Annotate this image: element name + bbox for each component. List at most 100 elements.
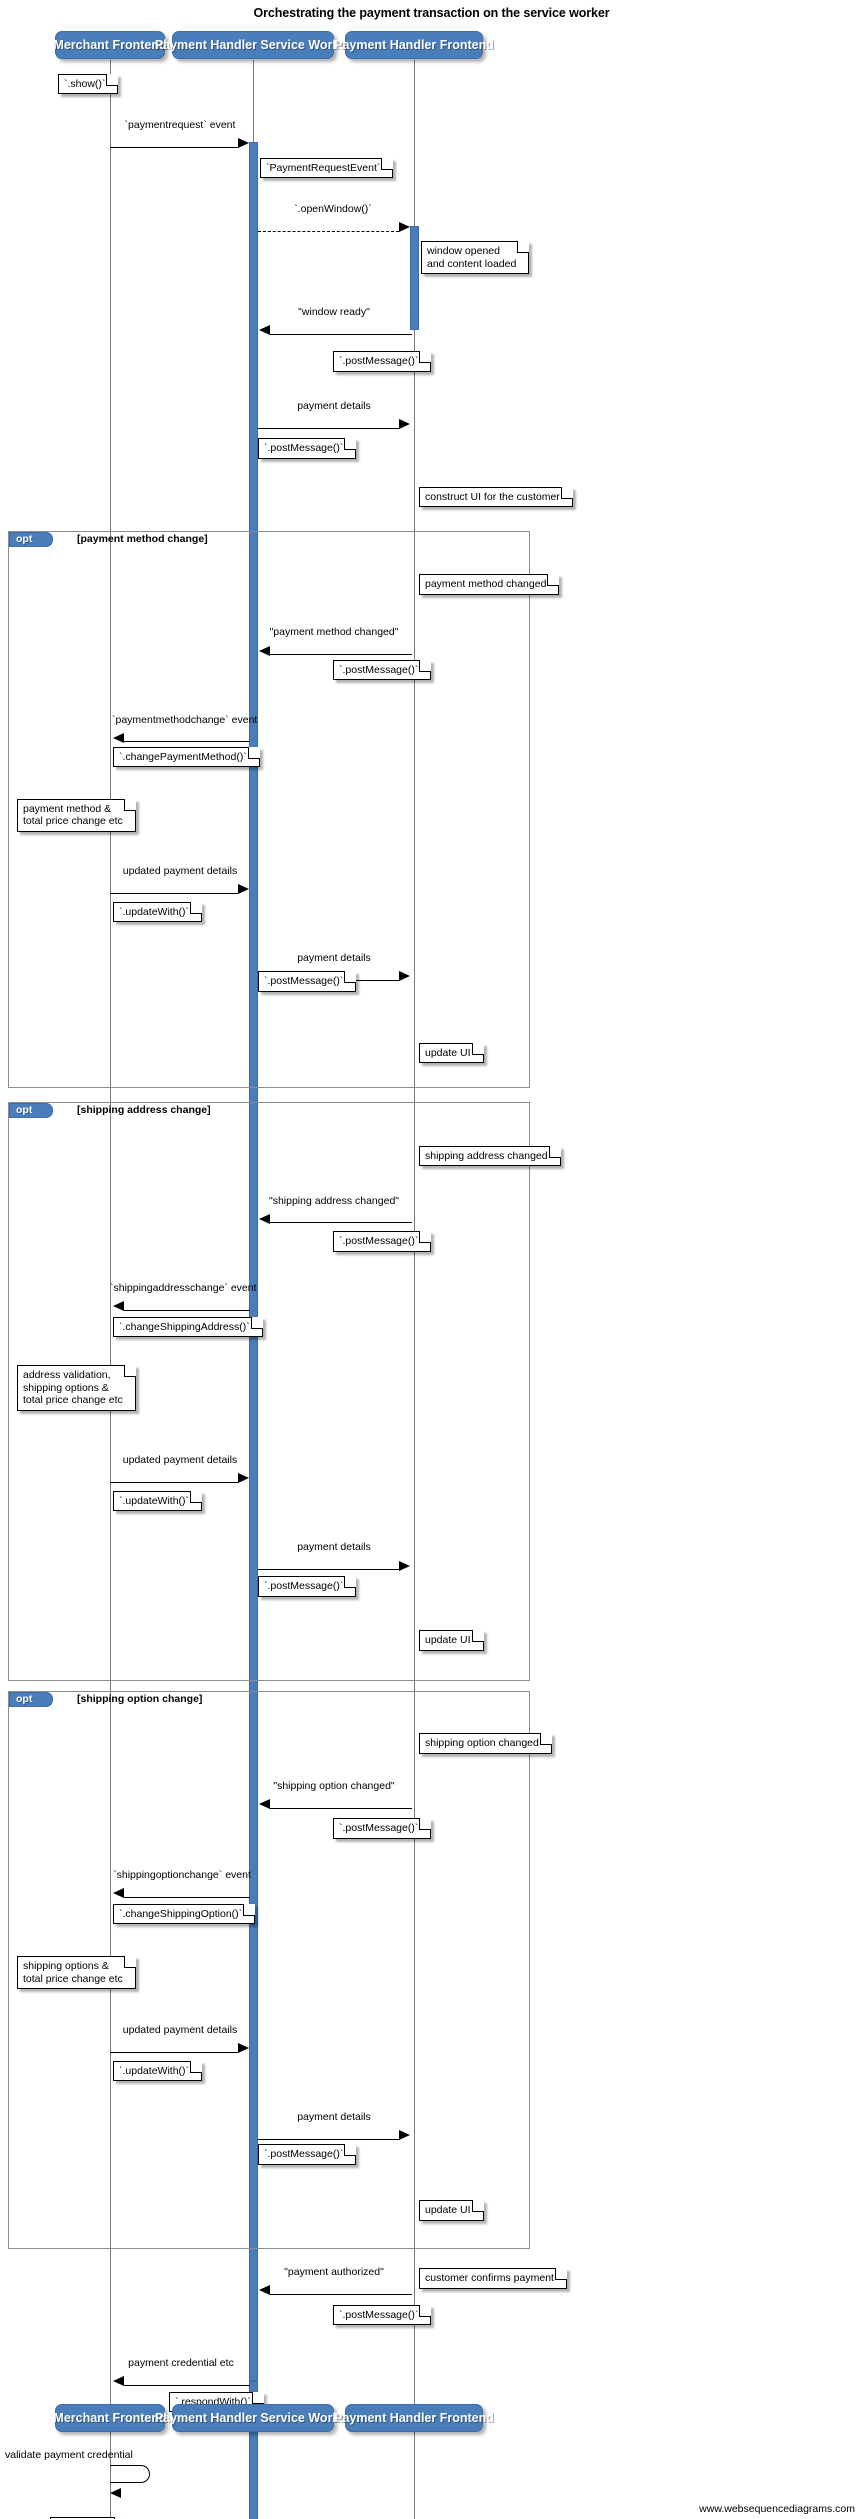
message-label-m3: "window ready" xyxy=(298,305,370,318)
fragment-condition: [payment method change] xyxy=(77,532,208,545)
message-label-m13: "shipping option changed" xyxy=(273,1780,395,1793)
fragment-tag-label: opt xyxy=(16,1693,33,1706)
arrowhead-m15 xyxy=(238,2043,249,2054)
message-label-m17: "payment authorized" xyxy=(284,2266,384,2279)
message-label-m2: `.openWindow()` xyxy=(294,202,372,215)
fragment-opt-payment-method: opt [payment method change] xyxy=(8,530,530,1089)
lifeline-merchant xyxy=(110,60,111,2519)
note-n10: payment method & total price change etc xyxy=(17,798,136,832)
note-n23: `.changeShippingOption()` xyxy=(113,1903,256,1925)
actor-label: Payment Handler Frontend xyxy=(334,38,494,52)
note-n27: update UI xyxy=(419,2200,484,2221)
arrowhead-m16 xyxy=(399,2130,410,2141)
message-line-m2 xyxy=(258,230,399,232)
message-label-m14: `shippingoptionchange` event xyxy=(113,1868,251,1881)
message-label-m5: "payment method changed" xyxy=(269,626,399,639)
arrowhead-m1 xyxy=(238,138,249,149)
fragment-tag: opt xyxy=(9,531,53,547)
note-n31: `complete()` xyxy=(50,2517,126,2519)
note-n22: `.postMessage()` xyxy=(333,1818,432,1839)
note-n20: update UI xyxy=(419,1630,484,1651)
note-n8: `.postMessage()` xyxy=(333,659,432,680)
note-n24: shipping options & total price change et… xyxy=(17,1956,136,1990)
note-n25: `.updateWith()` xyxy=(113,2060,203,2082)
activation-frontend xyxy=(410,225,419,331)
message-line-m9 xyxy=(270,1222,412,1224)
activation-sw xyxy=(249,141,258,2382)
message-label-m11: updated payment details xyxy=(122,1454,238,1467)
fragment-tag-label: opt xyxy=(16,532,33,545)
page-title: Orchestrating the payment transaction on… xyxy=(253,6,610,20)
message-label-m12: payment details xyxy=(297,1541,371,1554)
arrowhead-m3 xyxy=(259,324,270,335)
arrowhead-m6 xyxy=(113,732,124,743)
fragment-tag-label: opt xyxy=(16,1104,33,1117)
note-n13: update UI xyxy=(419,1042,484,1064)
note-n7: payment method changed xyxy=(419,574,560,595)
lifeline-frontend xyxy=(414,60,415,2519)
self-message-loop-m19 xyxy=(110,2464,150,2483)
message-line-m15 xyxy=(110,2051,238,2053)
arrowhead-m4 xyxy=(399,419,410,429)
actor-sw-top[interactable]: Payment Handler Service Worker xyxy=(155,31,351,59)
message-line-m13 xyxy=(270,1807,412,1809)
message-line-m6 xyxy=(124,741,250,743)
note-n4: `.postMessage()` xyxy=(333,351,432,372)
actor-label: Merchant Frontend xyxy=(53,2411,167,2425)
fragment-opt-shipping-address: opt [shipping address change] xyxy=(8,1102,530,1681)
fragment-tag: opt xyxy=(9,1103,53,1119)
note-n6: construct UI for the customer xyxy=(419,486,573,508)
message-line-m1 xyxy=(110,147,238,149)
message-label-m10: `shippingaddresschange` event xyxy=(110,1281,257,1294)
message-line-m14 xyxy=(124,1896,250,1898)
note-n15: `.postMessage()` xyxy=(333,1231,432,1252)
message-line-m17 xyxy=(270,2294,412,2296)
message-label-m7: updated payment details xyxy=(122,865,238,878)
message-label-m8: payment details xyxy=(297,952,371,965)
actor-merchant-bottom[interactable]: Merchant Frontend xyxy=(53,2404,167,2432)
message-line-m10 xyxy=(124,1309,250,1311)
arrowhead-m13 xyxy=(259,1799,270,1810)
message-label-m1: `paymentrequest` event xyxy=(124,119,236,132)
arrowhead-m2 xyxy=(399,222,410,233)
arrowhead-m7 xyxy=(238,884,249,895)
note-n12: `.postMessage()` xyxy=(258,971,357,992)
arrowhead-m10 xyxy=(113,1300,124,1311)
actor-label: Payment Handler Service Worker xyxy=(154,2411,352,2425)
fragment-tag: opt xyxy=(9,1692,53,1708)
arrowhead-m5 xyxy=(259,645,270,656)
message-line-m11 xyxy=(110,1482,238,1484)
fragment-opt-shipping-option: opt [shipping option change] xyxy=(8,1691,530,2249)
message-label-m19: validate payment credential xyxy=(5,2449,133,2462)
message-label-m9: "shipping address changed" xyxy=(268,1194,400,1207)
arrowhead-m19 xyxy=(110,2487,121,2498)
note-n28: customer confirms payment xyxy=(419,2268,567,2289)
actor-label: Payment Handler Frontend xyxy=(334,2411,494,2425)
activation-sw-2 xyxy=(249,2381,258,2519)
message-line-m18 xyxy=(124,2384,250,2386)
note-n29: `.postMessage()` xyxy=(333,2304,432,2326)
actor-merchant-top[interactable]: Merchant Frontend xyxy=(53,31,167,59)
note-n26: `.postMessage()` xyxy=(258,2144,357,2165)
message-label-m16: payment details xyxy=(297,2111,371,2124)
note-n9: `.changePaymentMethod()` xyxy=(113,746,260,768)
note-n17: address validation, shipping options & t… xyxy=(17,1365,136,1411)
note-n5: `.postMessage()` xyxy=(258,438,357,459)
actor-sw-bottom[interactable]: Payment Handler Service Worker xyxy=(155,2404,351,2432)
message-line-m4 xyxy=(258,427,399,429)
actor-label: Merchant Frontend xyxy=(53,38,167,52)
fragment-condition: [shipping address change] xyxy=(77,1104,211,1117)
actor-label: Payment Handler Service Worker xyxy=(154,38,352,52)
message-line-m7 xyxy=(110,893,238,895)
actor-frontend-top[interactable]: Payment Handler Frontend xyxy=(334,31,494,59)
arrowhead-m11 xyxy=(238,1473,249,1484)
message-label-m18: payment credential etc xyxy=(128,2356,234,2369)
watermark-link[interactable]: www.websequencediagrams.com xyxy=(699,2503,855,2515)
message-line-m5 xyxy=(270,654,412,656)
message-label-m4: payment details xyxy=(297,399,371,412)
note-n21: shipping option changed xyxy=(419,1733,552,1754)
message-line-m3 xyxy=(270,333,412,335)
note-n18: `.updateWith()` xyxy=(113,1490,203,1512)
actor-frontend-bottom[interactable]: Payment Handler Frontend xyxy=(334,2404,494,2432)
